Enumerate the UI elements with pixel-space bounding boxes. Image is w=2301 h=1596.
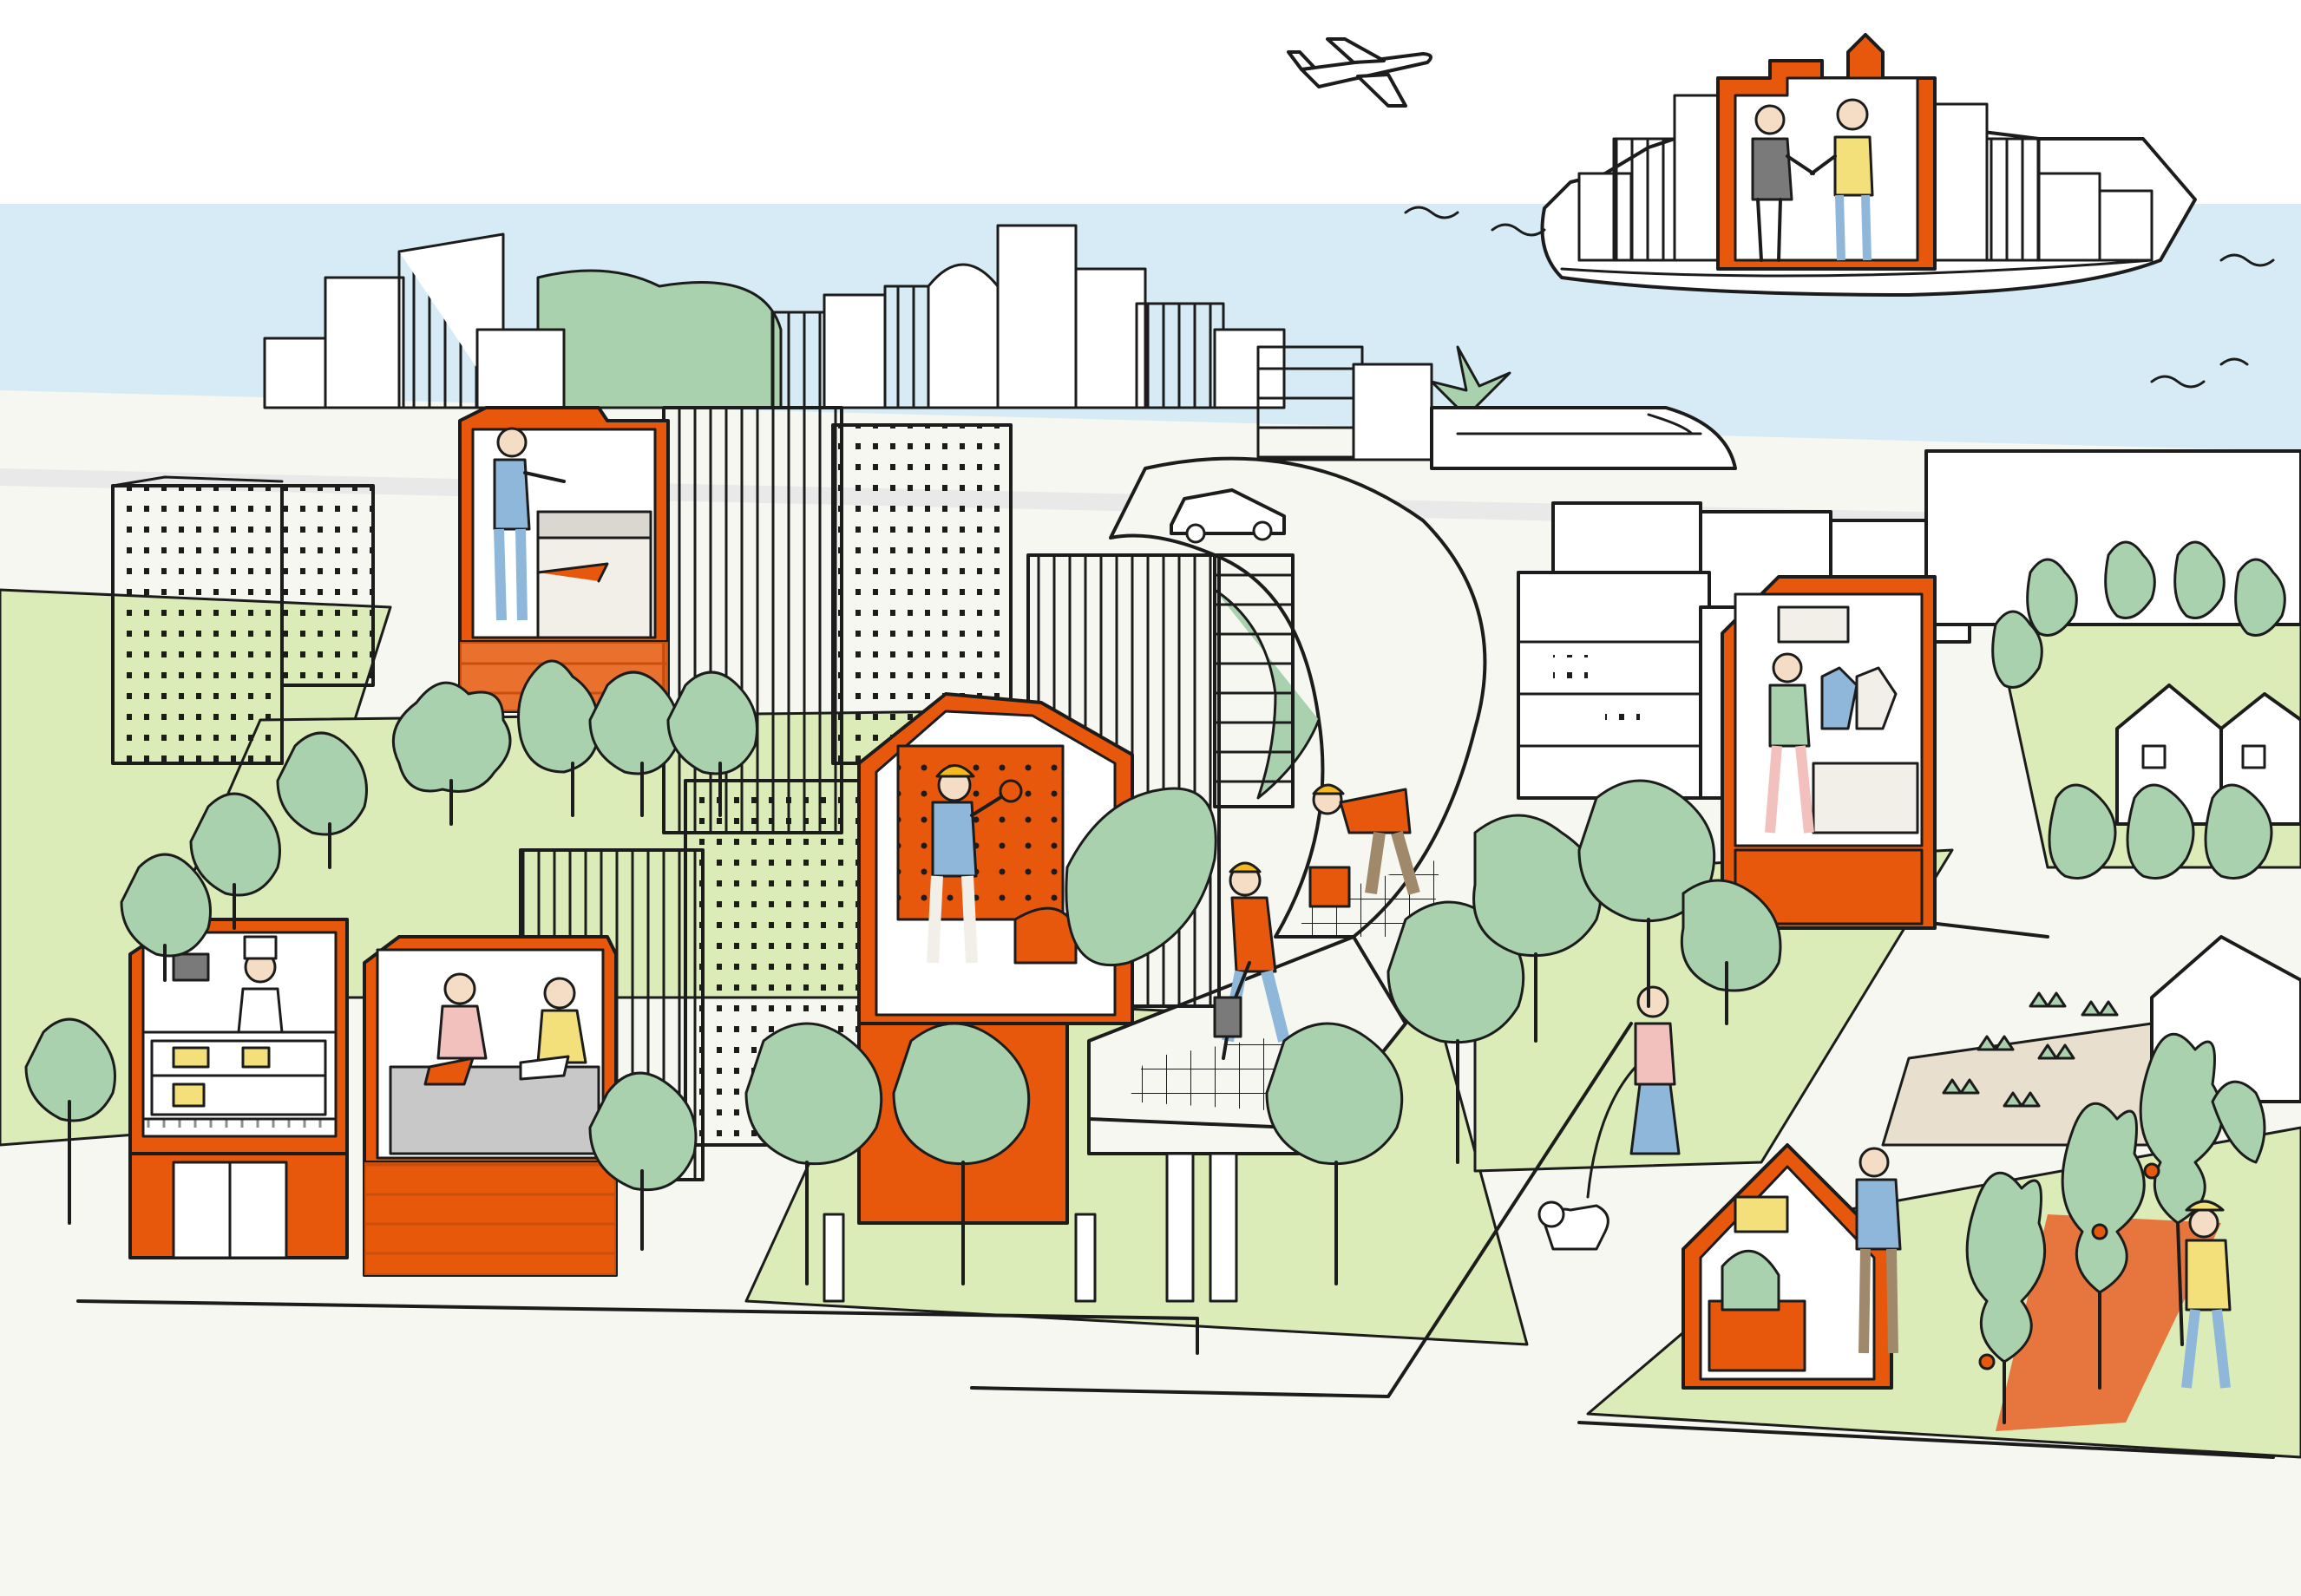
airplane-icon <box>1287 37 1432 108</box>
road-construction-workers <box>1213 783 1420 1060</box>
support-columns <box>823 1213 1097 1303</box>
apartment-balconies <box>1517 571 1711 800</box>
vegetables-icon <box>1721 1249 1780 1311</box>
woman-walking-dog <box>1537 985 1681 1251</box>
electrician-at-panel <box>857 692 1134 1225</box>
car-icon <box>1170 488 1286 544</box>
business-handshake <box>1751 98 1874 262</box>
cafe-diners <box>363 935 618 1277</box>
bullet-train-icon <box>1430 406 1737 470</box>
dog-icon <box>1537 1200 1609 1251</box>
waves <box>1404 206 2275 389</box>
farm-plants <box>1942 991 2119 1108</box>
trees <box>24 540 2286 1285</box>
bakery-chef <box>128 918 349 1259</box>
road-line-bottom <box>76 1299 1199 1355</box>
cargo-ship-icon <box>1404 33 2275 389</box>
skyline-back <box>263 224 1511 461</box>
jackhammer-icon <box>1213 996 1242 1038</box>
grocery-shop-clerk <box>1682 1143 1902 1390</box>
compactor-icon <box>1308 866 1351 908</box>
road-line-mid <box>970 1022 1633 1398</box>
cafe-table <box>389 1065 600 1155</box>
orchard-soil <box>1996 1214 2221 1431</box>
cash-register-icon <box>172 952 210 982</box>
road-line-right <box>1577 1421 2275 1459</box>
clothing-shop-clerk <box>1721 575 1937 930</box>
orchard-farmer <box>1965 1032 2266 1424</box>
